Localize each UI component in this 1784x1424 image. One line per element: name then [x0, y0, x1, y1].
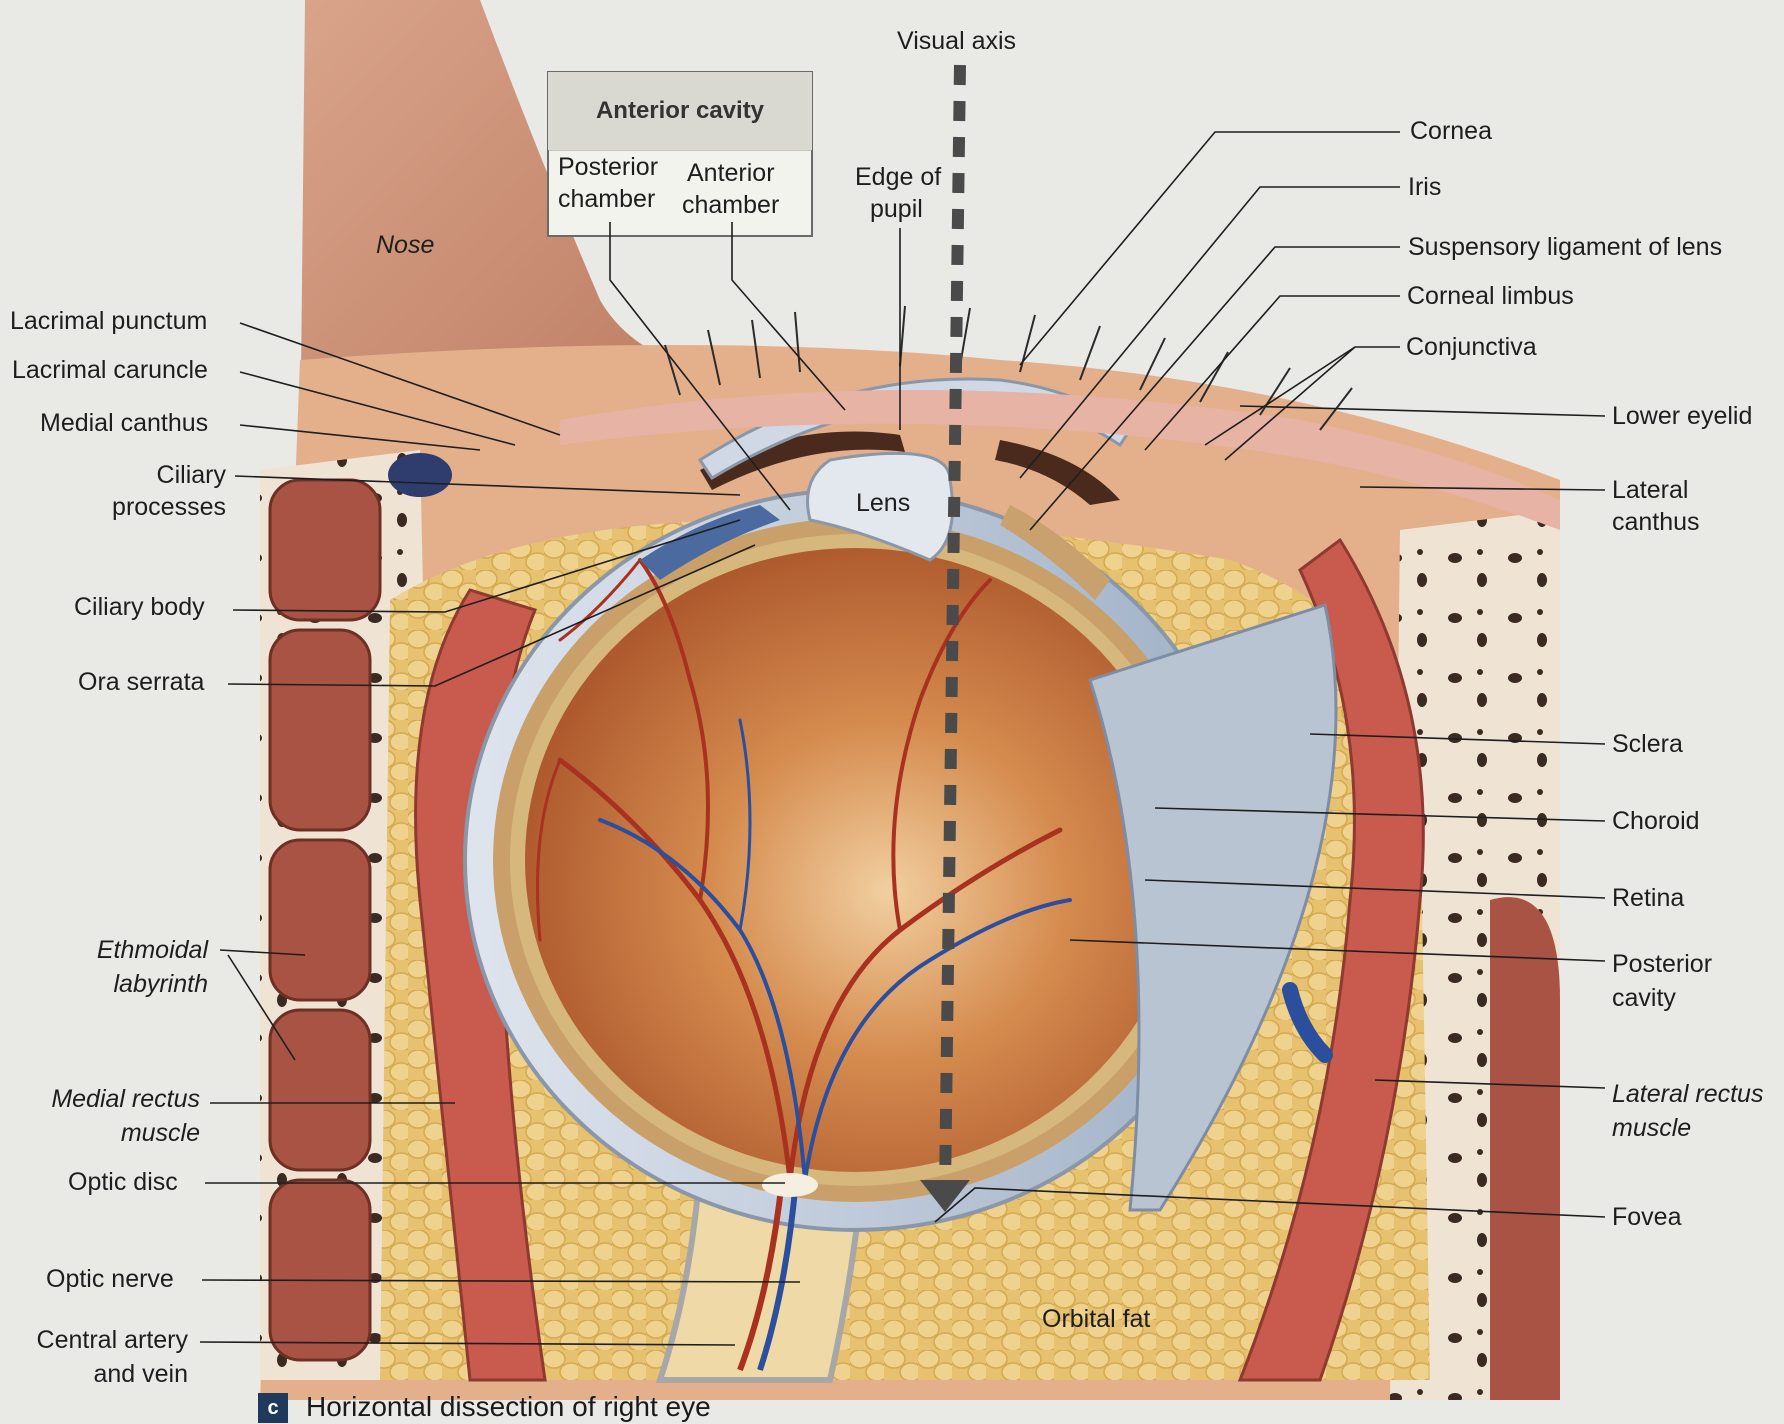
ethmoid-cell-5: [268, 1178, 372, 1362]
ciliary-body-label: Ciliary body: [74, 593, 205, 621]
caption-badge: c: [258, 1393, 288, 1423]
lower-eyelid: [560, 390, 1560, 530]
lacrimal-canal: [388, 453, 452, 497]
suspensory-ligament-label: Suspensory ligament of lens: [1408, 233, 1723, 261]
optic-disc: [762, 1173, 818, 1197]
figure-caption: Horizontal dissection of right eye: [306, 1391, 711, 1422]
conjunctiva-label: Conjunctiva: [1406, 333, 1537, 361]
iris-lateral: [995, 440, 1120, 505]
ethmoidal-labyrinth-label-2: labyrinth: [113, 970, 209, 998]
ciliary-processes-label-2: processes: [112, 493, 226, 521]
nose-label: Nose: [376, 231, 435, 259]
visual-axis-arrow: [920, 1180, 970, 1212]
ethmoidal-labyrinth-label-1: Ethmoidal: [96, 936, 208, 964]
temporal-region: [1490, 897, 1560, 1400]
lateral-canthus-label-1: Lateral: [1612, 476, 1689, 504]
ciliary-body-lateral: [1000, 505, 1110, 600]
retinal-vessels: [536, 558, 1072, 1183]
ethmoid-cell-3: [268, 838, 372, 1002]
retina-label: Retina: [1612, 884, 1685, 912]
lateral-rectus-label-2: muscle: [1612, 1114, 1692, 1142]
medial-rectus-label-2: muscle: [120, 1119, 200, 1147]
medial-rectus-label-1: Medial rectus: [51, 1085, 200, 1113]
posterior-cavity: [525, 548, 1185, 1172]
optic-disc-label: Optic disc: [68, 1168, 178, 1196]
ora-serrata-label: Ora serrata: [78, 668, 205, 696]
edge-of-pupil-label-1: Edge of: [855, 163, 942, 191]
central-artery-label-1: Central artery: [36, 1326, 188, 1354]
iris: [700, 431, 905, 490]
posterior-chamber-label-1: Posterior: [558, 153, 659, 181]
edge-of-pupil-label-2: pupil: [870, 195, 923, 223]
vortex-vein: [1282, 982, 1333, 1063]
lacrimal-punctum-label: Lacrimal punctum: [10, 307, 208, 335]
ethmoid-cell-4: [268, 1008, 372, 1172]
anterior-chamber-label-2: chamber: [682, 191, 780, 219]
lens-label: Lens: [856, 489, 911, 517]
sclera-cut-window: [1088, 603, 1338, 1212]
lateral-rectus-label-1: Lateral rectus: [1612, 1080, 1764, 1108]
lateral-canthus-label-2: canthus: [1612, 508, 1700, 536]
ethmoid-cell-2: [268, 628, 372, 832]
fovea-label: Fovea: [1612, 1203, 1682, 1231]
lens: [806, 451, 954, 562]
lower-eyelid-label: Lower eyelid: [1612, 402, 1753, 430]
posterior-cavity-label-2: cavity: [1612, 984, 1676, 1012]
leader-lines: [199, 131, 1606, 1346]
cornea-label: Cornea: [1410, 117, 1492, 145]
anterior-chamber-label-1: Anterior: [687, 159, 775, 187]
ciliary-processes-label-1: Ciliary: [156, 461, 226, 489]
choroid-label: Choroid: [1612, 807, 1700, 835]
posterior-chamber-label-2: chamber: [558, 185, 656, 213]
posterior-cavity-label-1: Posterior: [1612, 950, 1713, 978]
ciliary-body: [640, 505, 780, 580]
visual-axis-label: Visual axis: [897, 27, 1017, 55]
ethmoid-cell-1: [268, 478, 382, 622]
visual-axis-line: [939, 64, 966, 1191]
anterior-cavity-title: Anterior cavity: [548, 72, 812, 150]
optic-nerve-label: Optic nerve: [46, 1265, 174, 1293]
lateral-rectus-muscle: [1237, 537, 1425, 1382]
sclera-label: Sclera: [1612, 730, 1683, 758]
iris-label: Iris: [1408, 173, 1442, 201]
medial-canthus-label: Medial canthus: [40, 409, 209, 437]
lacrimal-caruncle-label: Lacrimal caruncle: [12, 356, 208, 384]
central-artery-label-2: and vein: [93, 1360, 188, 1388]
orbital-fat-label: Orbital fat: [1042, 1305, 1151, 1333]
corneal-limbus-label: Corneal limbus: [1407, 282, 1574, 310]
